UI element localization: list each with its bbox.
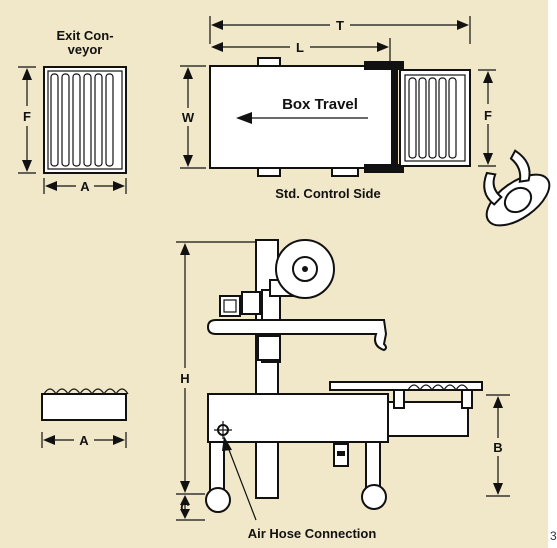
operator-figure-icon (483, 149, 551, 227)
left-arrow-icon (236, 112, 368, 124)
dimension-t: T (209, 16, 471, 44)
machine-top-view: T L W (180, 16, 551, 227)
dim-w-label: W (182, 110, 195, 125)
dimension-b: B (486, 394, 510, 497)
dim-a-top-label: A (80, 179, 90, 194)
dimension-c: C (176, 495, 205, 521)
dimension-h: H (176, 241, 270, 495)
dim-h-label: H (180, 371, 189, 386)
dimension-a-bottom: A (41, 432, 127, 448)
air-hose-connection-label: Air Hose Connection (248, 526, 377, 541)
dimension-f-right: F (478, 69, 496, 167)
dim-c-label: C (180, 500, 190, 515)
dim-f-right-label: F (484, 108, 492, 123)
machine-side-view: H C B (176, 239, 510, 541)
dimension-f-left: F (18, 66, 36, 174)
dimension-l: L (211, 38, 391, 62)
box-travel-label: Box Travel (282, 96, 358, 113)
infeed-conveyor (399, 69, 471, 167)
dim-l-label: L (296, 40, 304, 55)
exit-conveyor-rollers (50, 73, 114, 167)
page-number: 3 (550, 529, 557, 543)
air-fitting-icon (214, 421, 232, 439)
exit-conveyor-side-view: A (41, 388, 129, 448)
dim-f-left-label: F (23, 109, 31, 124)
machine-body-top (209, 65, 393, 169)
tape-roll-icon (275, 239, 335, 299)
exit-conveyor-label-line2: veyor (68, 42, 103, 57)
dimension-a-top: A (43, 178, 127, 194)
exit-conveyor-top-view: Exit Con- veyor F (18, 28, 127, 194)
dim-a-bottom-label: A (79, 433, 89, 448)
dim-b-label: B (493, 440, 502, 455)
dimension-w: W (180, 65, 206, 169)
exit-conveyor-label-line1: Exit Con- (56, 28, 113, 43)
machine-frame-side (207, 393, 389, 443)
std-control-side-label: Std. Control Side (275, 186, 380, 201)
dim-t-label: T (336, 18, 344, 33)
